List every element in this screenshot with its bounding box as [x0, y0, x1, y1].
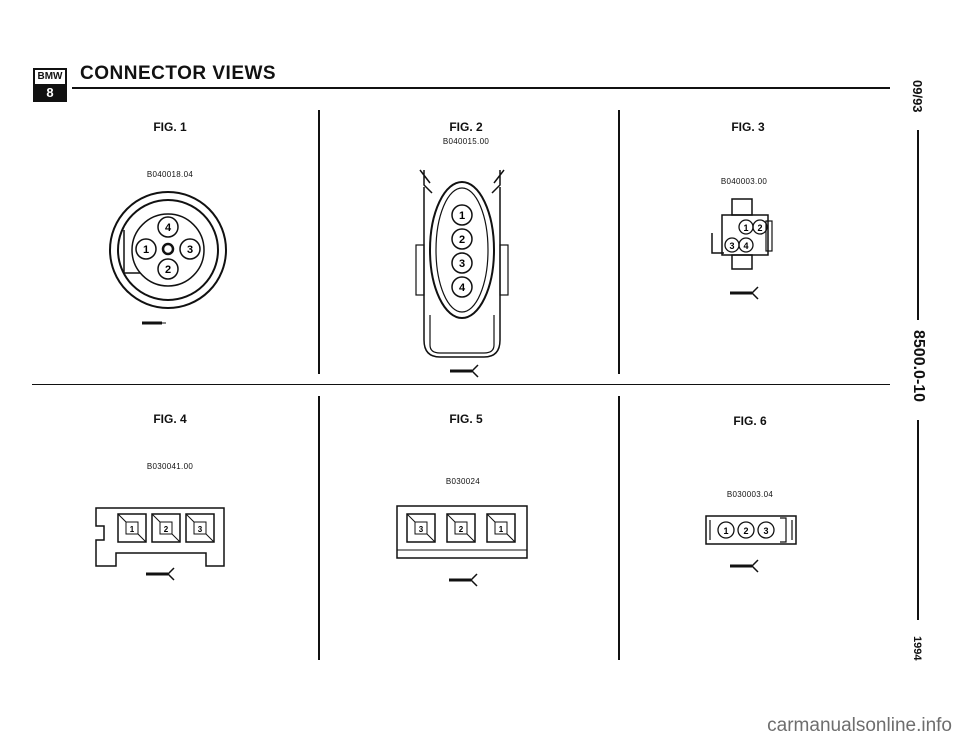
bmw-logo: BMW 8 — [33, 68, 67, 102]
fig3-pin-3: 3 — [729, 241, 734, 251]
column-divider-2-top — [618, 110, 620, 374]
fig5-label: FIG. 5 — [449, 412, 483, 426]
fig3-pin-1: 1 — [743, 223, 748, 233]
fig1-pin-2: 2 — [165, 264, 171, 276]
fig4-pin-3: 3 — [198, 525, 203, 534]
fig3-pin-2: 2 — [757, 223, 762, 233]
fig6-pin-1: 1 — [723, 526, 728, 536]
column-divider-1-top — [318, 110, 320, 374]
fig2-connector: 1 2 3 4 — [415, 169, 509, 378]
fig1-pin-3: 3 — [187, 244, 193, 256]
fig1-connector: 4 1 3 2 — [109, 191, 227, 325]
middle-rule — [32, 384, 890, 385]
fig3-pin-4: 4 — [743, 241, 748, 251]
fig4-label: FIG. 4 — [153, 412, 187, 426]
fig5-part-no: B030024 — [445, 477, 481, 486]
fig5-pin-3: 3 — [419, 525, 424, 534]
fig4-connector: 1 2 3 — [95, 507, 225, 581]
fig4-pin-2: 2 — [164, 525, 169, 534]
fig6-pin-2: 2 — [743, 526, 748, 536]
fig6-label: FIG. 6 — [733, 414, 767, 428]
fig1-pin-1: 1 — [143, 244, 149, 256]
logo-text-top: BMW — [35, 70, 65, 86]
fig3-part-no: B040003.00 — [720, 177, 768, 186]
fig3-label: FIG. 3 — [731, 120, 765, 134]
fig4-part-no: B030041.00 — [146, 462, 194, 471]
side-rule-1 — [917, 130, 919, 320]
fig2-part-no: B040015.00 — [442, 137, 490, 146]
header-rule — [72, 87, 890, 89]
side-year: 1994 — [911, 636, 923, 661]
fig2-pin-4: 4 — [459, 282, 466, 294]
fig1-pin-4: 4 — [165, 222, 172, 234]
logo-text-bottom: 8 — [35, 85, 65, 101]
fig4-pin-1: 1 — [130, 525, 135, 534]
fig5-pin-1: 1 — [499, 525, 504, 534]
fig1-label: FIG. 1 — [153, 120, 187, 134]
fig6-connector: 1 2 3 — [705, 515, 797, 573]
fig2-pin-2: 2 — [459, 234, 465, 246]
fig2-pin-3: 3 — [459, 258, 465, 270]
fig2-pin-1: 1 — [459, 210, 465, 222]
side-date: 09/93 — [910, 80, 925, 113]
fig3-connector: 1 2 3 4 — [711, 198, 773, 300]
fig1-part-no: B040018.04 — [146, 170, 194, 179]
page-title: CONNECTOR VIEWS — [80, 63, 277, 84]
column-divider-1-bottom — [318, 396, 320, 660]
side-page-ref: 8500.0-10 — [910, 330, 927, 403]
fig6-part-no: B030003.04 — [726, 490, 774, 499]
fig5-connector: 3 2 1 — [396, 505, 528, 587]
fig5-pin-2: 2 — [459, 525, 464, 534]
fig2-label: FIG. 2 — [449, 120, 483, 134]
side-rule-2 — [917, 420, 919, 620]
fig6-pin-3: 3 — [763, 526, 768, 536]
watermark: carmanualsonline.info — [767, 715, 952, 736]
column-divider-2-bottom — [618, 396, 620, 660]
